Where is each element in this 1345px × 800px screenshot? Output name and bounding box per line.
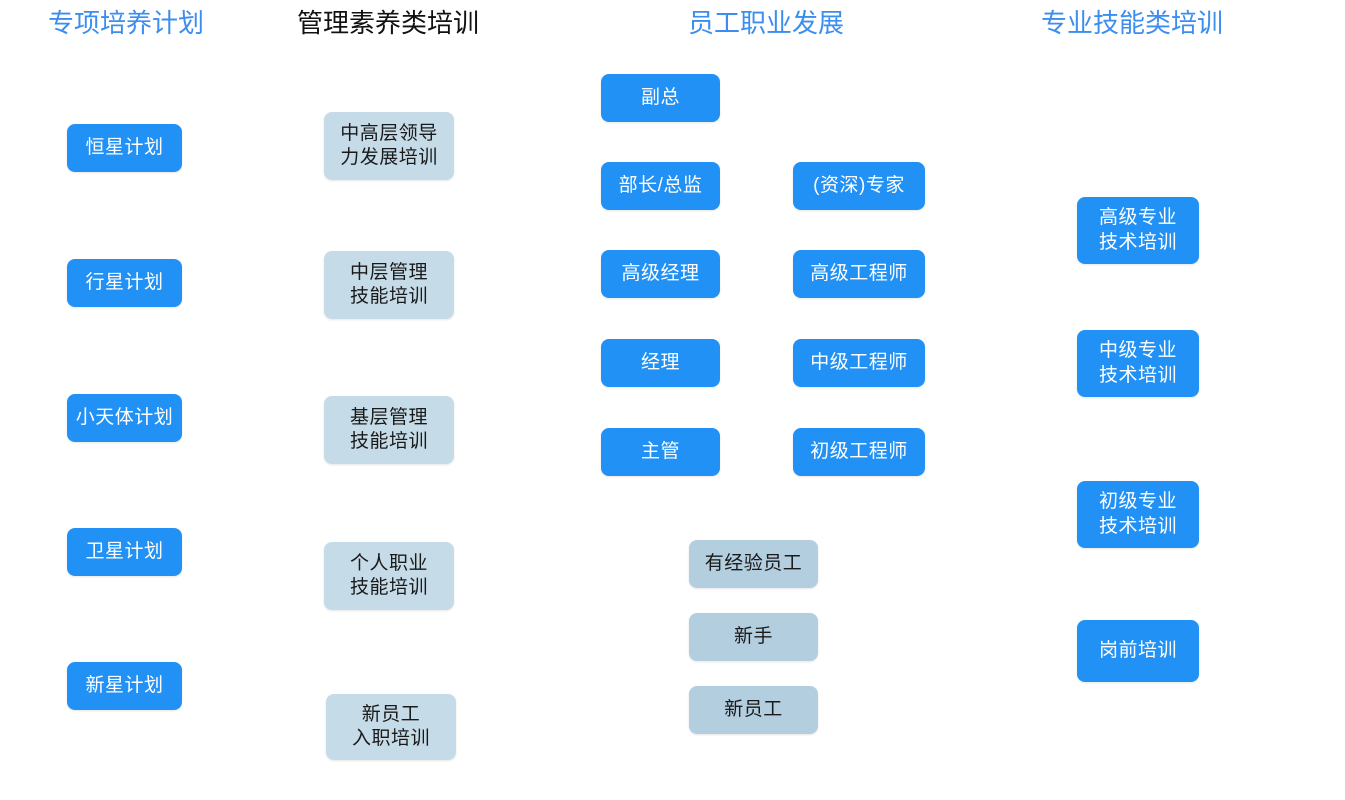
column-header-professional-skill-training: 专业技能类培训 xyxy=(1041,8,1224,38)
column-header-employee-career-development: 员工职业发展 xyxy=(688,8,845,38)
node-new-employee-onboarding-training[interactable]: 新员工 入职培训 xyxy=(326,694,456,760)
node-pre-job-training[interactable]: 岗前培训 xyxy=(1077,620,1199,682)
node-novice[interactable]: 新手 xyxy=(689,613,818,661)
node-middle-management-training[interactable]: 中层管理 技能培训 xyxy=(324,251,454,319)
node-manager[interactable]: 经理 xyxy=(601,339,720,387)
node-intermediate-professional-technical-training[interactable]: 中级专业 技术培训 xyxy=(1077,330,1199,397)
node-personal-career-skill-training[interactable]: 个人职业 技能培训 xyxy=(324,542,454,610)
node-xiaotianti-plan[interactable]: 小天体计划 xyxy=(67,394,182,442)
node-senior-engineer[interactable]: 高级工程师 xyxy=(793,250,925,298)
node-experienced-employee[interactable]: 有经验员工 xyxy=(689,540,818,588)
node-supervisor[interactable]: 主管 xyxy=(601,428,720,476)
node-xingxing-plan[interactable]: 行星计划 xyxy=(67,259,182,307)
column-header-management-quality-training: 管理素养类培训 xyxy=(297,8,480,38)
node-new-employee[interactable]: 新员工 xyxy=(689,686,818,734)
node-department-director[interactable]: 部长/总监 xyxy=(601,162,720,210)
node-junior-engineer[interactable]: 初级工程师 xyxy=(793,428,925,476)
node-vice-president[interactable]: 副总 xyxy=(601,74,720,122)
node-hengxing-plan[interactable]: 恒星计划 xyxy=(67,124,182,172)
column-header-special-training-plan: 专项培养计划 xyxy=(48,8,205,38)
node-senior-manager[interactable]: 高级经理 xyxy=(601,250,720,298)
node-intermediate-engineer[interactable]: 中级工程师 xyxy=(793,339,925,387)
node-weixing-plan[interactable]: 卫星计划 xyxy=(67,528,182,576)
node-senior-professional-technical-training[interactable]: 高级专业 技术培训 xyxy=(1077,197,1199,264)
node-frontline-management-training[interactable]: 基层管理 技能培训 xyxy=(324,396,454,464)
node-senior-expert[interactable]: (资深)专家 xyxy=(793,162,925,210)
node-senior-leadership-training[interactable]: 中高层领导 力发展培训 xyxy=(324,112,454,180)
node-xinxing-plan[interactable]: 新星计划 xyxy=(67,662,182,710)
node-junior-professional-technical-training[interactable]: 初级专业 技术培训 xyxy=(1077,481,1199,548)
